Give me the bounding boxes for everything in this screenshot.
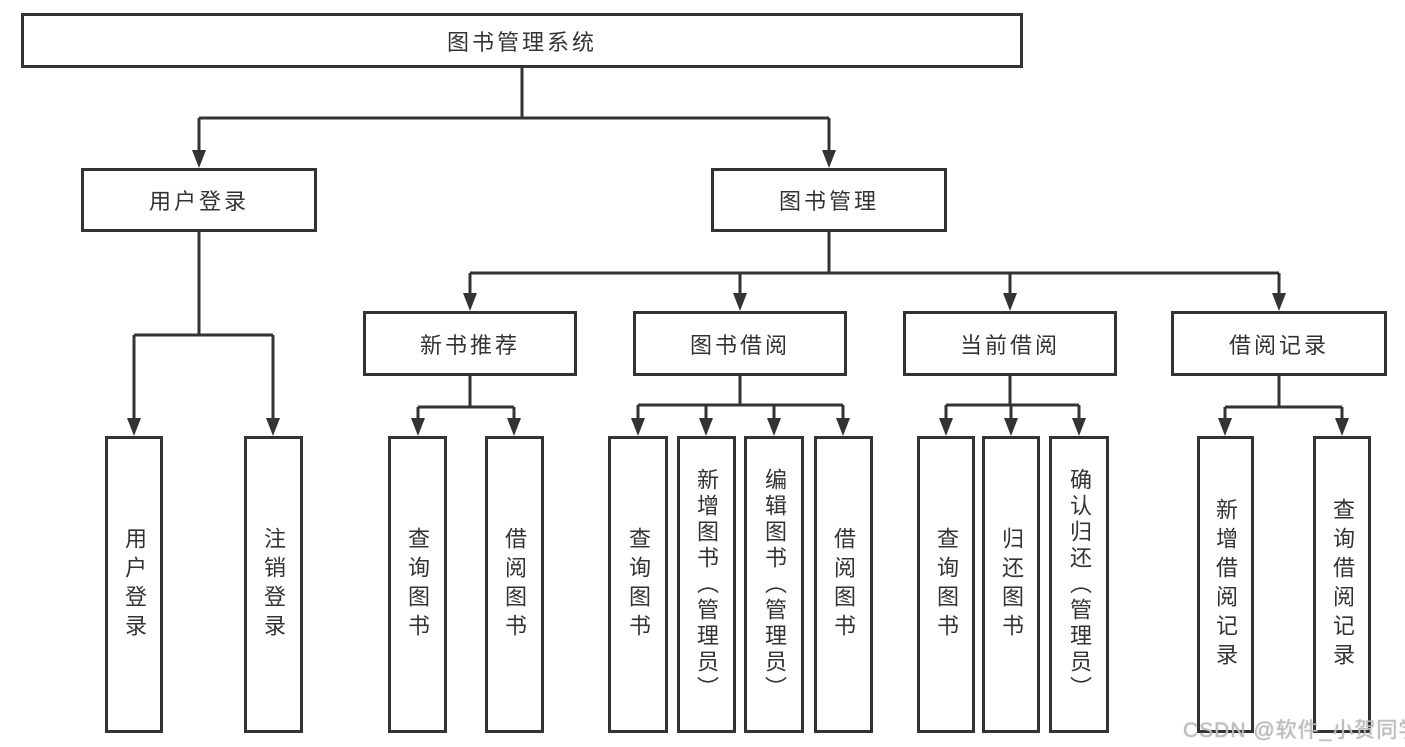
leaf-bw-borrow-books-label: 借阅图书 <box>831 526 856 643</box>
node-book-borrow-label: 图书借阅 <box>689 332 790 358</box>
arrowhead-bw-leaf2 <box>699 418 713 436</box>
leaf-bw-add-books-admin-label: 新增图书（管理员） <box>694 467 719 702</box>
node-book-borrow: 图书借阅 <box>633 311 847 376</box>
node-user-login: 用户登录 <box>81 168 317 232</box>
leaf-bw-edit-books-admin-label: 编辑图书（管理员） <box>762 467 787 702</box>
leaf-bw-edit-books-admin: 编辑图书（管理员） <box>744 436 804 733</box>
arrowhead-current <box>1003 293 1017 311</box>
leaf-user-login-label: 用户登录 <box>122 526 147 643</box>
arrowheads <box>127 150 1349 436</box>
leaf-bw-query-books-label: 查询图书 <box>626 526 651 643</box>
arrowhead-records <box>1272 293 1286 311</box>
leaf-cu-query-books-label: 查询图书 <box>934 526 959 643</box>
leaf-logout: 注销登录 <box>244 436 303 733</box>
node-book-management-label: 图书管理 <box>778 189 879 214</box>
node-new-book-recommend: 新书推荐 <box>363 311 577 376</box>
leaf-rc-add-record-label: 新增借阅记录 <box>1213 497 1238 672</box>
node-root-label: 图书管理系统 <box>446 29 597 55</box>
leaf-bw-query-books: 查询图书 <box>608 436 668 733</box>
arrowhead-nb-leaf1 <box>411 418 425 436</box>
arrowhead-cu-leaf3 <box>1072 418 1086 436</box>
leaf-bw-add-books-admin: 新增图书（管理员） <box>677 436 736 733</box>
arrowhead-nb-leaf2 <box>507 418 521 436</box>
leaf-cu-return-books-label: 归还图书 <box>999 526 1024 643</box>
leaf-nb-query-books: 查询图书 <box>388 436 447 733</box>
node-new-book-recommend-label: 新书推荐 <box>419 332 520 358</box>
arrowhead-bw-leaf1 <box>631 418 645 436</box>
leaf-cu-query-books: 查询图书 <box>917 436 975 733</box>
leaf-rc-query-record-label: 查询借阅记录 <box>1330 497 1355 672</box>
arrowhead-userlogin <box>192 150 206 168</box>
arrowhead-leaf-login <box>127 418 141 436</box>
node-root-system: 图书管理系统 <box>21 13 1023 68</box>
arrowhead-bookmgmt <box>822 150 836 168</box>
leaf-nb-query-books-label: 查询图书 <box>405 526 430 643</box>
node-current-borrow: 当前借阅 <box>903 311 1117 376</box>
leaf-nb-borrow-books-label: 借阅图书 <box>502 526 527 643</box>
arrowhead-bw-leaf4 <box>836 418 850 436</box>
arrowhead-leaf-logout <box>266 418 280 436</box>
node-user-login-label: 用户登录 <box>148 189 249 214</box>
arrowhead-rc-leaf1 <box>1218 418 1232 436</box>
leaf-rc-query-record: 查询借阅记录 <box>1313 436 1371 733</box>
arrowhead-cu-leaf2 <box>1004 418 1018 436</box>
leaf-nb-borrow-books: 借阅图书 <box>485 436 544 733</box>
csdn-watermark: CSDN @软件_小贺同学 <box>1183 719 1405 742</box>
leaf-cu-confirm-return-admin-label: 确认归还（管理员） <box>1067 467 1092 702</box>
leaf-bw-borrow-books: 借阅图书 <box>814 436 873 733</box>
node-current-borrow-label: 当前借阅 <box>959 332 1060 358</box>
leaf-cu-return-books: 归还图书 <box>982 436 1040 733</box>
leaf-logout-label: 注销登录 <box>261 526 286 643</box>
arrowhead-cu-leaf1 <box>939 418 953 436</box>
arrowhead-bw-leaf3 <box>767 418 781 436</box>
node-borrow-records-label: 借阅记录 <box>1228 332 1329 358</box>
node-book-management: 图书管理 <box>711 168 947 232</box>
arrowhead-rc-leaf2 <box>1335 418 1349 436</box>
leaf-cu-confirm-return-admin: 确认归还（管理员） <box>1049 436 1109 733</box>
arrowhead-newbooks <box>463 293 477 311</box>
leaf-rc-add-record: 新增借阅记录 <box>1197 436 1254 733</box>
leaf-user-login: 用户登录 <box>105 436 163 733</box>
node-borrow-records: 借阅记录 <box>1171 311 1387 376</box>
arrowhead-borrow <box>733 293 747 311</box>
